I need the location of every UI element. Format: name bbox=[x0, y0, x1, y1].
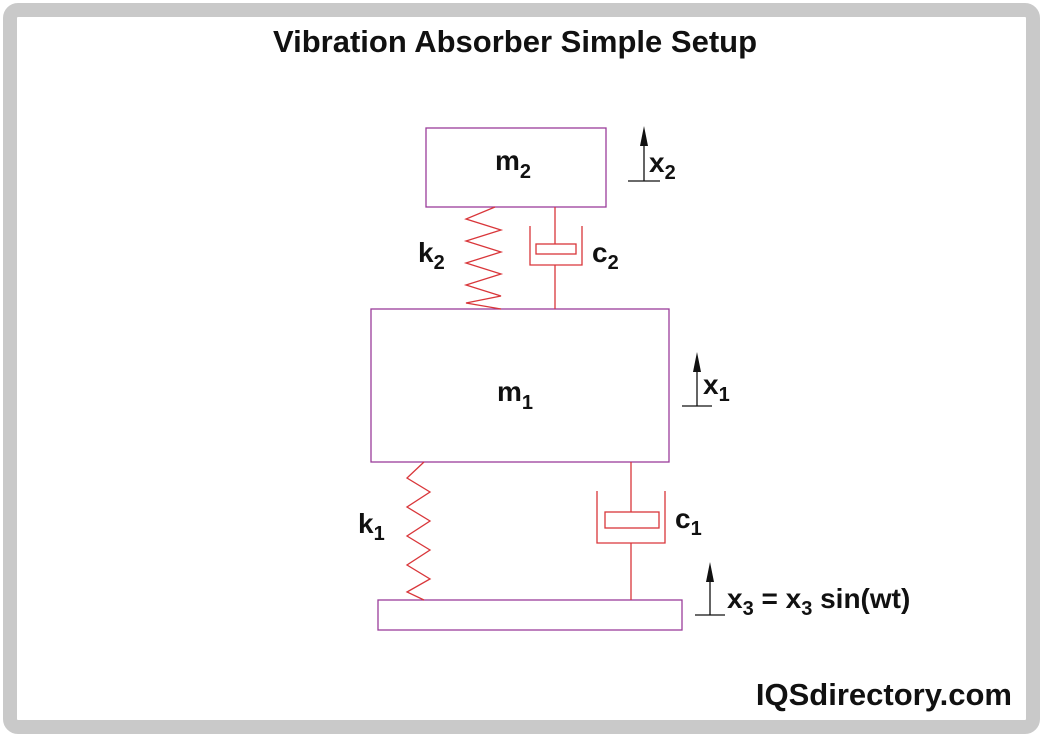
label-x2: x2 bbox=[649, 147, 676, 184]
damper-c2 bbox=[529, 207, 583, 309]
mass-m2-box bbox=[425, 127, 607, 208]
spring-k2 bbox=[463, 206, 504, 310]
diagram-title: Vibration Absorber Simple Setup bbox=[273, 24, 757, 59]
label-k2: k2 bbox=[418, 237, 445, 274]
label-m2: m2 bbox=[495, 145, 531, 183]
label-m1: m1 bbox=[497, 376, 533, 414]
label-x1: x1 bbox=[703, 369, 730, 406]
arrow-x1-icon bbox=[682, 352, 712, 407]
label-c2: c2 bbox=[592, 237, 619, 274]
spring-k1 bbox=[405, 461, 432, 601]
base-plate bbox=[377, 599, 683, 631]
arrow-x2-icon bbox=[628, 126, 660, 182]
label-x3-equation: x3 = x3 sin(wt) bbox=[727, 583, 910, 620]
mass-m1-box bbox=[370, 308, 670, 463]
label-c1: c1 bbox=[675, 503, 702, 540]
label-k1: k1 bbox=[358, 508, 385, 545]
frame-border bbox=[3, 3, 1040, 734]
damper-c1 bbox=[596, 462, 666, 600]
watermark-logo: IQSdirectory.com bbox=[756, 677, 1012, 712]
arrow-x3-icon bbox=[695, 562, 725, 616]
